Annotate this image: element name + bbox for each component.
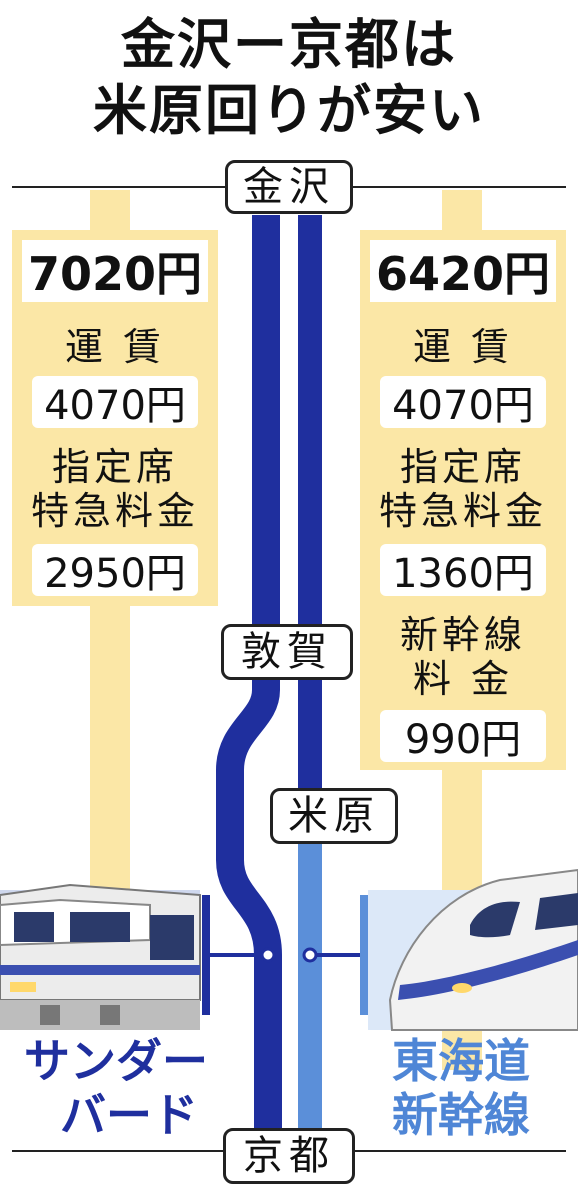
thunderbird-name-1: サンダー bbox=[24, 1034, 208, 1088]
thunderbird-stop-marker bbox=[260, 947, 276, 963]
tokaido-shinkansen-label-1: 新幹線 bbox=[399, 613, 526, 657]
limited-express-train-icon bbox=[0, 883, 201, 1030]
tokaido-express: 1360円 bbox=[380, 544, 546, 597]
title-line1: 金沢ー京都は bbox=[121, 13, 457, 76]
thunderbird-express-label-2: 特急料金 bbox=[30, 489, 199, 533]
tokaido-express-label-2: 特急料金 bbox=[378, 489, 547, 533]
tokaido-fare-label: 運 賃 bbox=[412, 325, 514, 369]
thunderbird-total: 7020円 bbox=[22, 240, 208, 302]
station-maibara: 米原 bbox=[270, 788, 398, 844]
tokaido-stop-marker bbox=[302, 947, 318, 963]
thunderbird-name-2: バード bbox=[60, 1088, 198, 1142]
tokaido-shinkansen: 990円 bbox=[380, 710, 546, 763]
station-tsuruga: 敦賀 bbox=[221, 624, 353, 680]
tokaido-total: 6420円 bbox=[370, 240, 556, 302]
thunderbird-express: 2950円 bbox=[32, 544, 198, 597]
station-kanazawa: 金沢 bbox=[225, 160, 353, 214]
thunderbird-fare: 4070円 bbox=[32, 376, 198, 429]
thunderbird-express-label-1: 指定席 bbox=[51, 445, 178, 489]
thunderbird-fare-label: 運 賃 bbox=[64, 325, 166, 369]
shinkansen-train-icon bbox=[368, 868, 578, 1031]
tokaido-name-2: 新幹線 bbox=[392, 1088, 530, 1142]
tokaido-shinkansen-label-2: 料 金 bbox=[412, 657, 514, 701]
tokaido-name-1: 東海道 bbox=[392, 1034, 530, 1088]
tokaido-fare: 4070円 bbox=[380, 376, 546, 429]
title-line2: 米原回りが安い bbox=[93, 79, 485, 142]
tokaido-express-label-1: 指定席 bbox=[399, 445, 526, 489]
station-kyoto: 京都 bbox=[223, 1128, 355, 1184]
